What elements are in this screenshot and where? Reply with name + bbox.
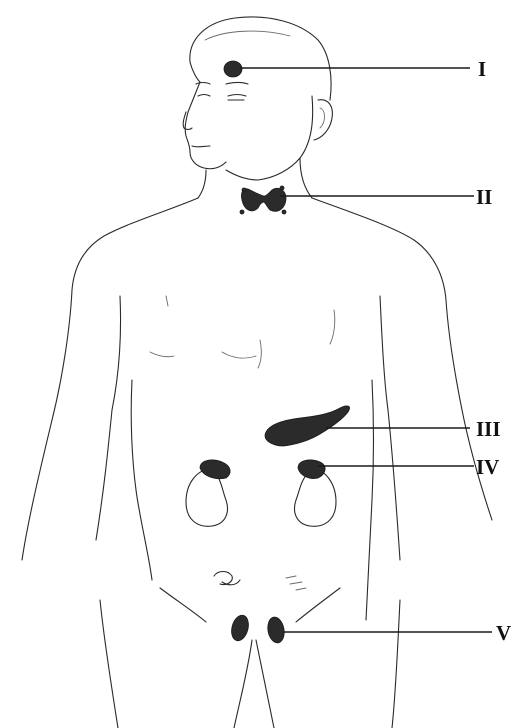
adrenal-glands (200, 460, 325, 479)
thyroid-gland (240, 186, 286, 214)
label-pancreas: III (476, 417, 501, 441)
pancreas (265, 406, 349, 446)
label-adrenal: IV (476, 455, 499, 479)
label-testes: V (496, 621, 511, 645)
testes (229, 613, 286, 644)
leader-lines (240, 68, 492, 632)
pineal-gland (224, 61, 242, 77)
label-pineal: I (478, 57, 486, 81)
human-figure-outline (22, 17, 492, 728)
label-thyroid: II (476, 185, 492, 209)
